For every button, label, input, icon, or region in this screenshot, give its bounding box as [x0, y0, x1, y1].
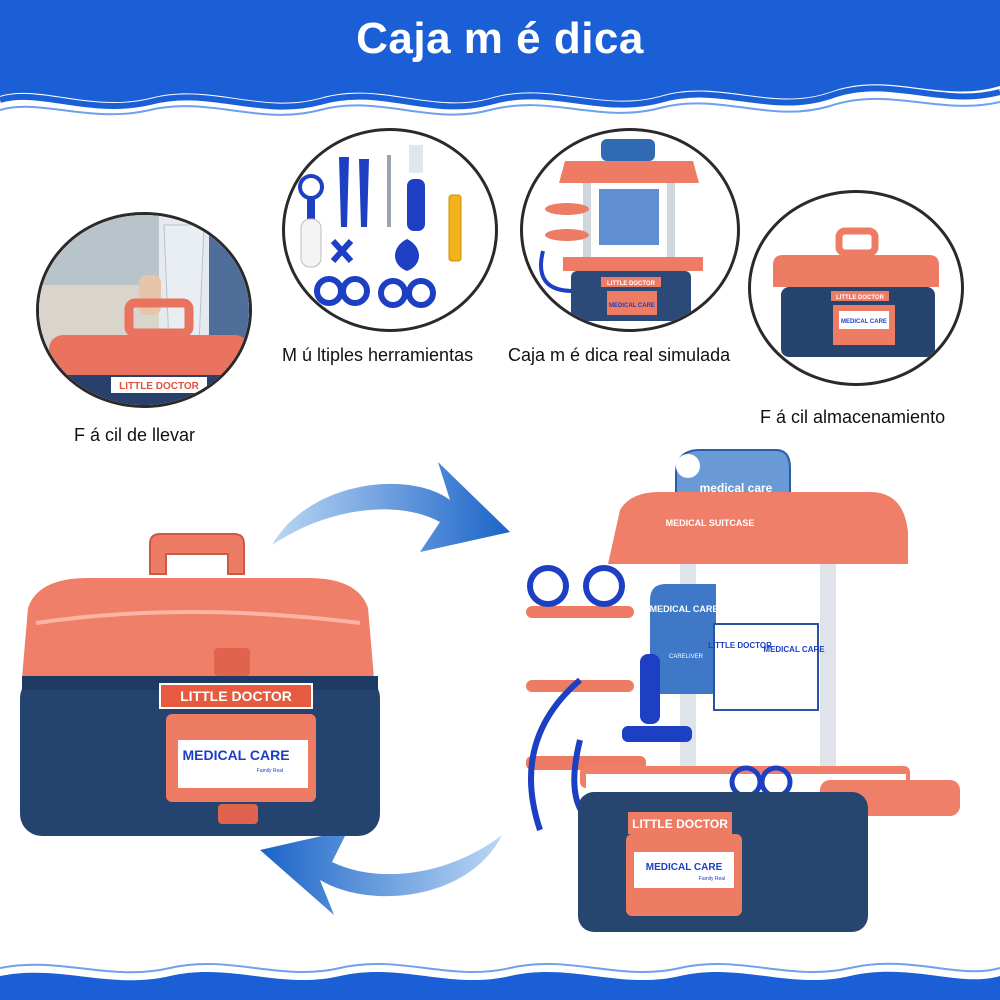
base-panel-sub: Family Real: [699, 876, 725, 882]
transform-arrows: [260, 462, 510, 915]
caption-easy-carry: F á cil de llevar: [74, 425, 196, 445]
carry-illustration: LITTLE DOCTOR: [39, 215, 249, 405]
caption-multiple-tools: M ú ltiples herramientas: [282, 345, 474, 365]
header-banner: [0, 0, 1000, 116]
feature-circle-carry: LITTLE DOCTOR: [36, 212, 252, 408]
storage-sub: MEDICAL CARE: [841, 319, 887, 325]
closed-brand-label: LITTLE DOCTOR: [180, 688, 292, 704]
case-latch: [214, 648, 250, 676]
base-panel-title: MEDICAL CARE: [646, 862, 723, 873]
caption-real-case: Caja m é dica real simulada: [508, 345, 731, 365]
storage-label: LITTLE DOCTOR: [836, 295, 885, 301]
card-title-2: MEDICAL CARE: [763, 645, 825, 654]
base-label: LITTLE DOCTOR: [632, 817, 728, 831]
open-case-station: medical care MEDICAL SUITCASE MEDICAL CA…: [526, 449, 960, 932]
real-case-sub: MEDICAL CARE: [609, 303, 655, 309]
closed-case: LITTLE DOCTOR MEDICAL CARE Family Real: [20, 533, 380, 836]
arrow-right-icon: [272, 462, 510, 552]
closed-panel-title: MEDICAL CARE: [182, 747, 289, 763]
station-card: [713, 623, 819, 711]
footer-wave: [0, 962, 1000, 1000]
feature-circle-real-case: LITTLE DOCTOR MEDICAL CARE: [520, 128, 740, 332]
real-case-label: LITTLE DOCTOR: [607, 281, 656, 287]
station-sign-text: medical care: [700, 481, 773, 495]
card-title: LITTLE DOCTOR: [708, 641, 772, 650]
caption-easy-storage: F á cil almacenamiento: [760, 407, 946, 427]
storage-illustration: LITTLE DOCTOR MEDICAL CARE: [773, 227, 939, 357]
board-sub: CARELIVER: [669, 654, 704, 660]
real-case-illustration: LITTLE DOCTOR MEDICAL CARE: [539, 139, 703, 321]
board-title: MEDICAL CARE: [650, 604, 719, 614]
roof-label: MEDICAL SUITCASE: [666, 518, 755, 528]
feature-circle-tools: [282, 128, 498, 332]
page-title: Caja m é dica: [356, 14, 644, 63]
tools-illustration: [298, 145, 462, 308]
station-board: [650, 584, 716, 694]
feature-circle-storage: LITTLE DOCTOR MEDICAL CARE: [748, 190, 964, 386]
arrow-left-icon: [260, 830, 502, 915]
case-handle: [149, 533, 245, 575]
closed-brand-plate: [159, 683, 313, 709]
carry-label: LITTLE DOCTOR: [119, 381, 200, 392]
closed-panel-sub: Family Real: [257, 768, 283, 774]
case-lid: [22, 578, 374, 678]
